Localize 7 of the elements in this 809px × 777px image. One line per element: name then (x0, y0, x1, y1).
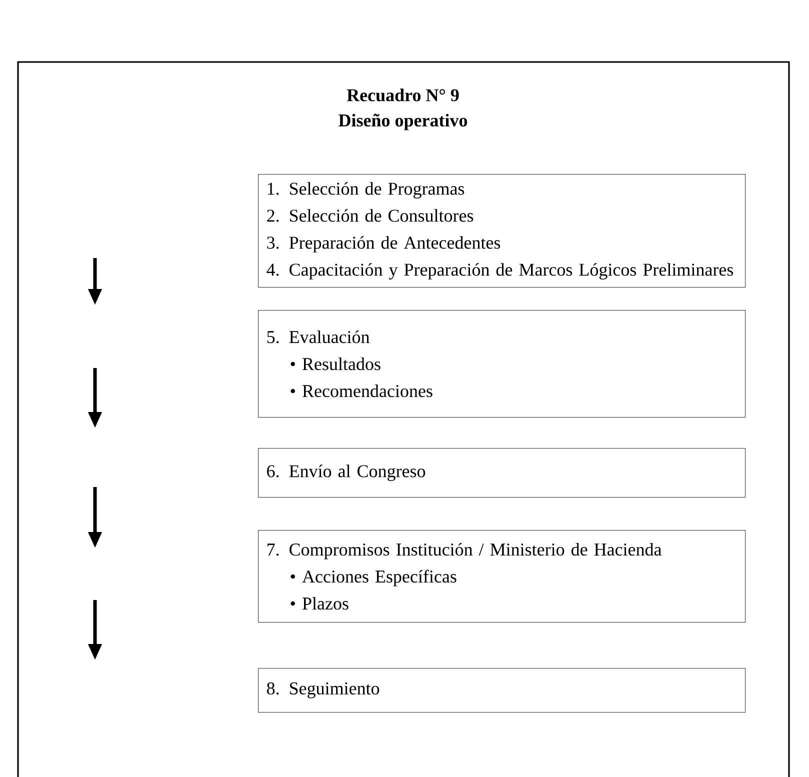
step-box: 7. Compromisos Institución / Ministerio de Hacienda • Acciones Específicas • Plazos (258, 530, 746, 623)
step-box: 6. Envío al Congreso (258, 448, 746, 498)
step-box: 1. Selección de Programas 2. Selección de Consultores 3. Preparación de Antecedentes 4. Capacitación y Preparación de Marcos Lógicos Preliminares (258, 174, 746, 288)
title: Recuadro N° 9 (346, 88, 459, 102)
subtitle: Diseño operativo (338, 114, 468, 130)
step-box: 5. Evaluación • Resultados • Recomendaciones (258, 310, 746, 418)
step-box: 8. Seguimiento (258, 668, 746, 713)
